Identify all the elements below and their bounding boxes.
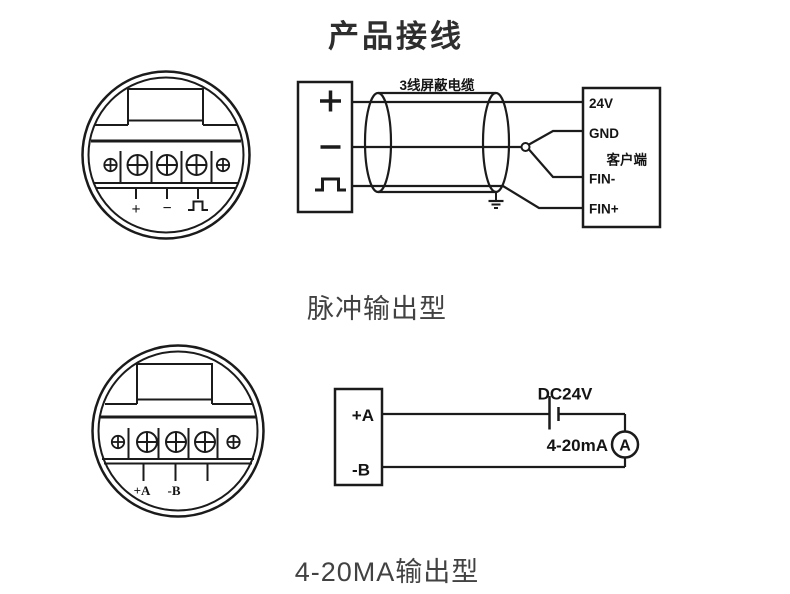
terminal-fin-plus: FIN+	[589, 202, 619, 217]
wire-branch-fin-minus	[528, 148, 583, 179]
connector-plus-a-label: +A	[134, 483, 151, 498]
screw-icon	[110, 434, 126, 450]
strip-dividers	[127, 428, 219, 459]
terminal-legs	[142, 464, 209, 481]
screw-terminals	[110, 431, 241, 453]
pulse-icon	[188, 200, 208, 211]
ammeter-letter: A	[619, 438, 631, 455]
transmitter-box-pulse	[296, 80, 354, 214]
shielded-cable: 3线屏蔽电缆	[363, 77, 511, 209]
terminal-24v: 24V	[589, 96, 613, 111]
box-terminal-plus-a: +A	[352, 406, 374, 425]
pulse-icon	[315, 177, 346, 192]
cable-label: 3线屏蔽电缆	[399, 77, 475, 93]
cable-left-end	[363, 91, 393, 194]
connector-outer-ring	[91, 344, 265, 518]
connector-inner-ring	[87, 76, 245, 234]
ammeter-icon: A	[610, 430, 640, 459]
connector-outer-ring	[81, 70, 251, 240]
screw-terminals	[103, 154, 231, 176]
strip-dividers	[119, 151, 213, 183]
wire-pulse-fin-plus	[352, 184, 583, 210]
screw-icon	[136, 431, 158, 453]
screw-icon	[126, 154, 149, 176]
screw-icon	[165, 431, 187, 453]
connector-inner-ring	[97, 350, 259, 512]
transmitter-box	[333, 387, 384, 487]
connector-minus-b-label: -B	[168, 483, 181, 498]
connector-minus-label: −	[162, 200, 171, 217]
wire-branch-gnd	[528, 129, 583, 146]
terminal-connector-pulse: + −	[81, 70, 251, 240]
screw-icon	[215, 157, 231, 173]
terminal-connector-current: +A -B	[91, 344, 265, 518]
connector-top-tab	[136, 363, 213, 404]
cable-right-end	[481, 91, 511, 194]
page-title: 产品接线	[328, 19, 464, 54]
terminal-gnd: GND	[589, 126, 619, 141]
screw-icon	[226, 434, 241, 450]
current-range-label: 4-20mA	[547, 436, 608, 455]
pulse-section-caption: 脉冲输出型	[307, 294, 447, 324]
connector-top-tab	[127, 88, 204, 125]
pulse-wires	[352, 100, 583, 210]
terminal-fin-minus: FIN-	[589, 172, 615, 187]
client-terminal-block: 24V GND 客户端 FIN- FIN+	[581, 86, 662, 229]
screw-icon	[156, 154, 178, 176]
screw-icon	[103, 157, 118, 173]
client-block-title: 客户端	[606, 152, 648, 168]
screw-icon	[194, 431, 216, 453]
terminal-legs	[135, 188, 199, 199]
pulse-output-section: + − 3线屏蔽电缆	[81, 70, 662, 324]
supply-label: DC24V	[538, 385, 593, 404]
transmitter-box-current: +A -B	[333, 387, 384, 487]
junction-node	[520, 142, 531, 152]
current-loop-circuit: DC24V 4-20mA A	[382, 385, 640, 469]
ground-icon	[488, 192, 504, 209]
box-terminal-minus-b: -B	[352, 461, 370, 480]
screw-icon	[185, 154, 208, 176]
connector-plus-label: +	[131, 201, 140, 218]
current-output-section: +A -B +A -B DC24V 4-20mA A	[91, 344, 640, 587]
plus-icon	[320, 90, 341, 112]
client-block-box	[581, 86, 662, 229]
current-section-caption: 4-20MA输出型	[295, 557, 480, 587]
